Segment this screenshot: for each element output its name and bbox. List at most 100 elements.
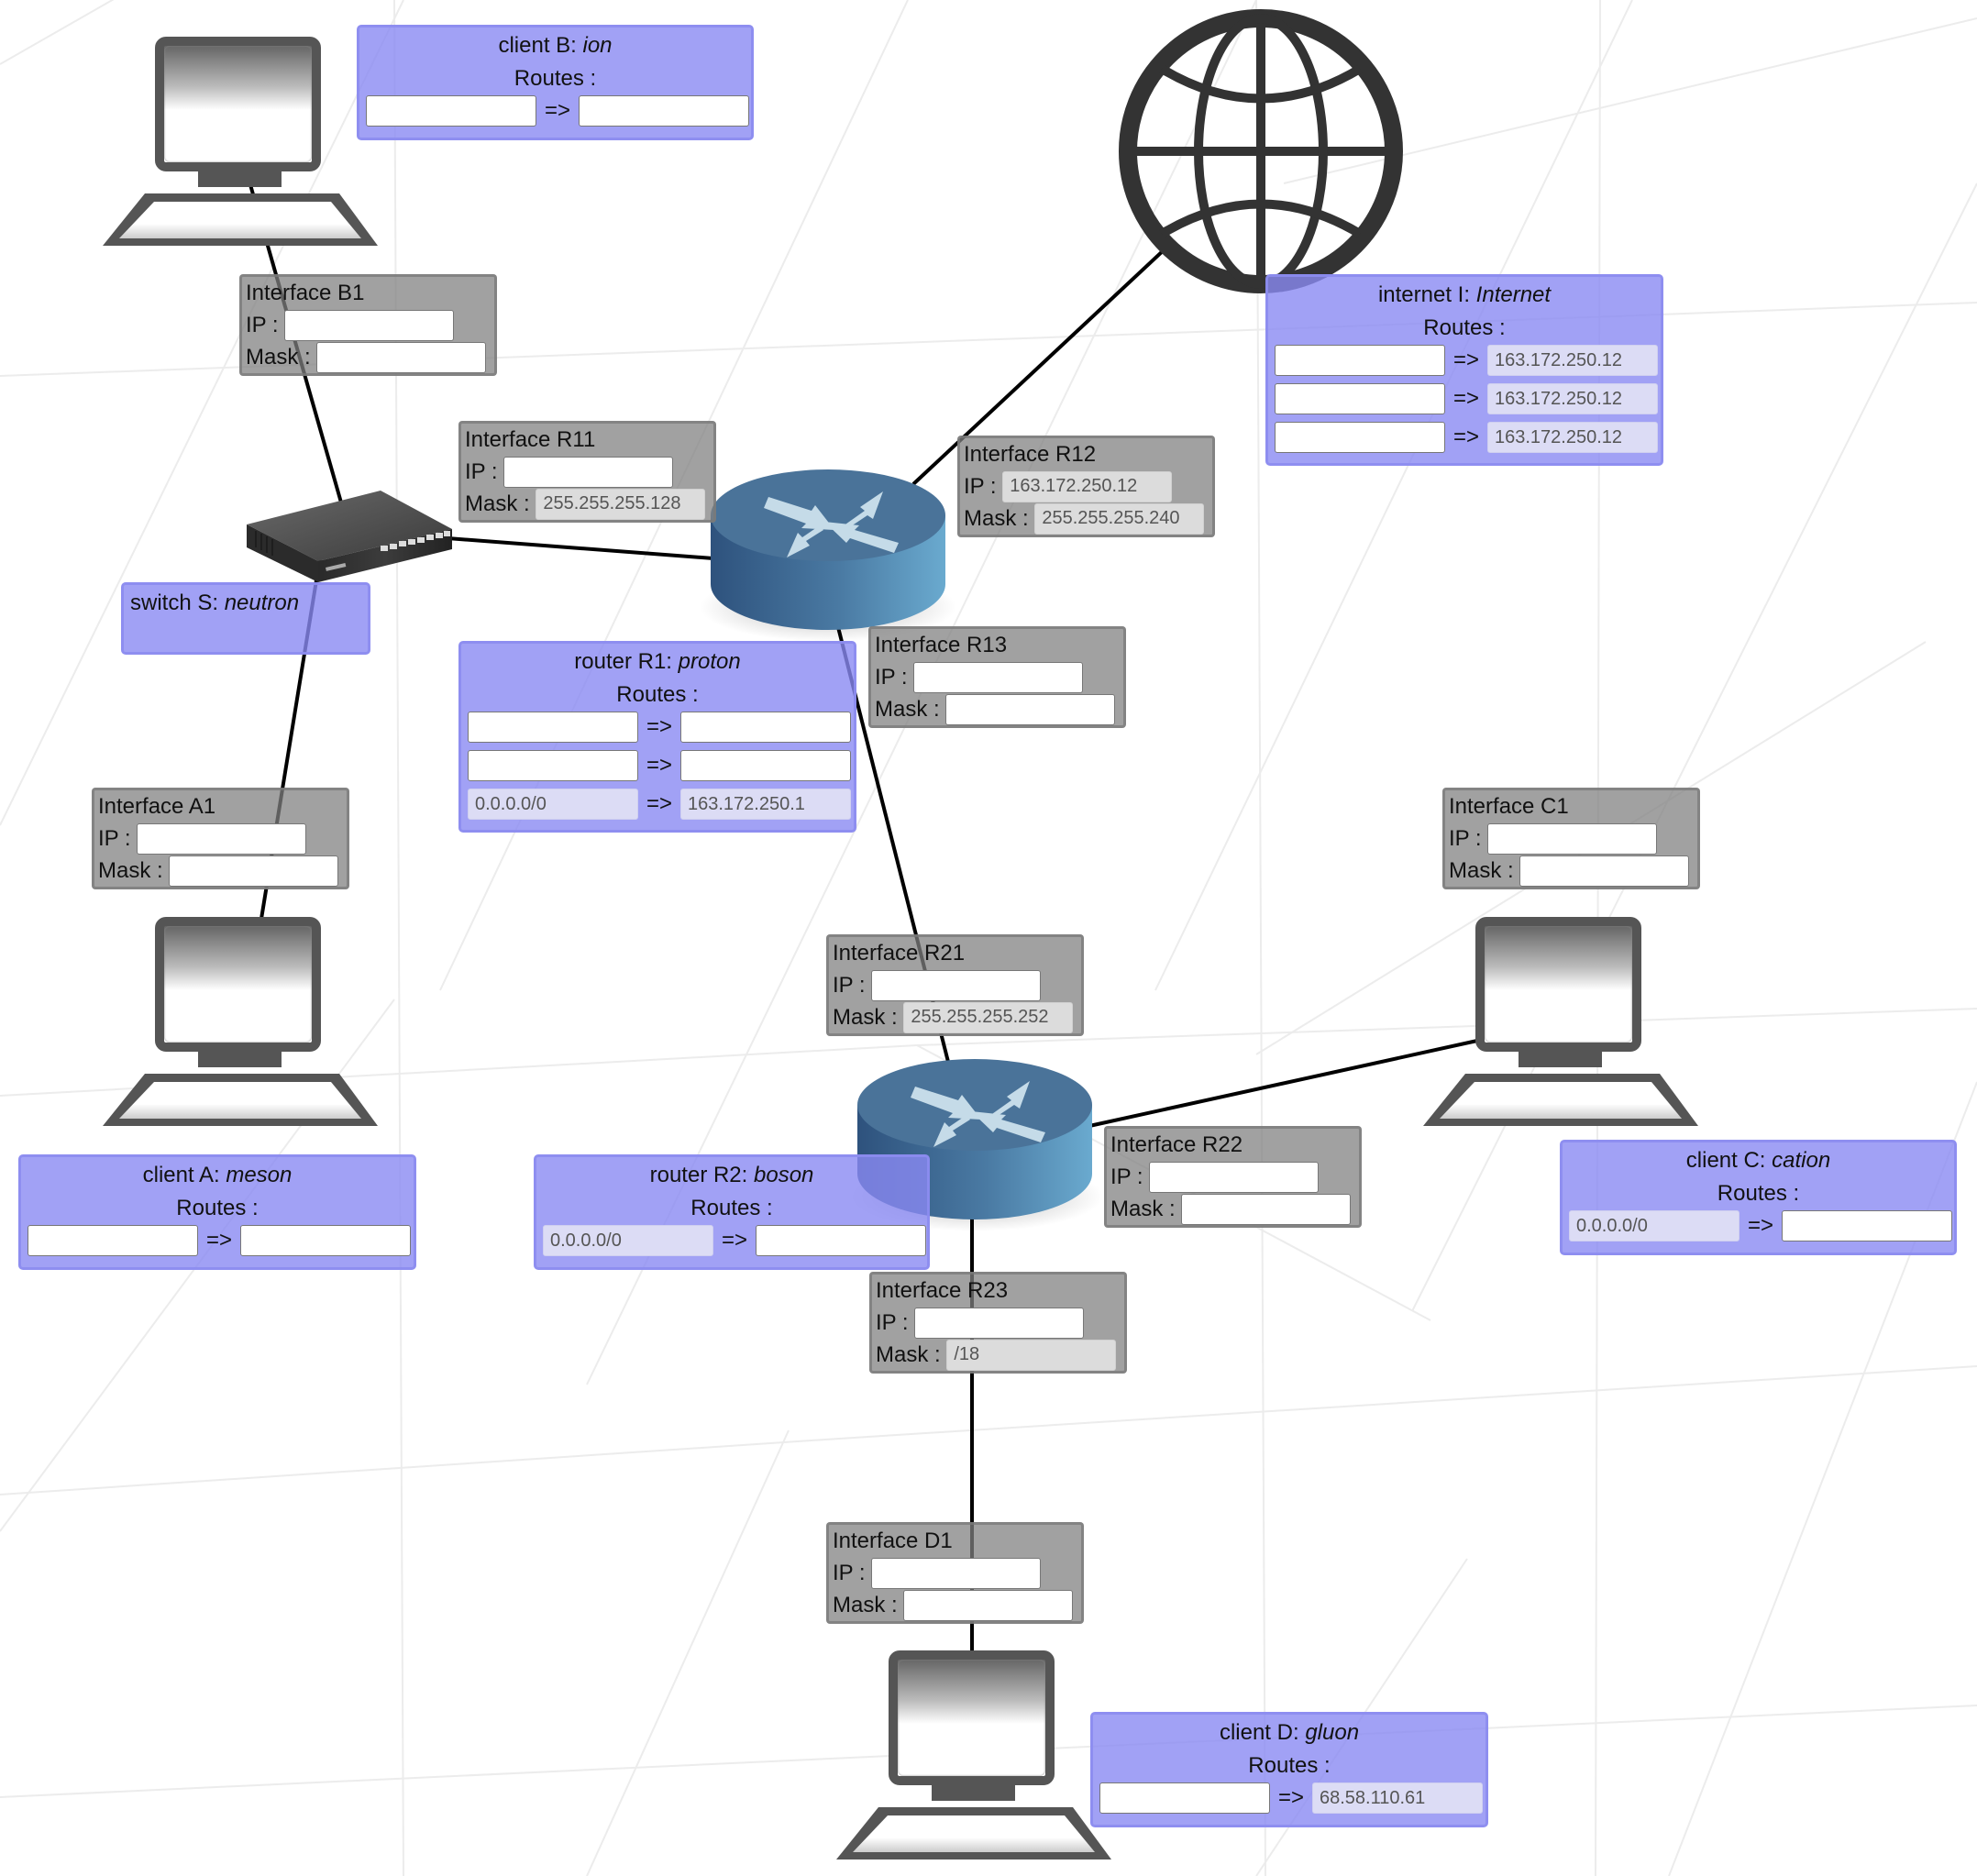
interface-d1-ip-input[interactable]: [871, 1557, 1042, 1589]
client-a-kind: client A:: [142, 1163, 226, 1187]
ip-label: IP :: [1449, 825, 1488, 851]
client-c-computer-icon[interactable]: [1421, 917, 1700, 1128]
mask-label: Mask :: [1449, 857, 1520, 883]
route-arrow: =>: [544, 98, 571, 123]
route-destination-input[interactable]: [468, 750, 638, 781]
route-row: =>: [1275, 345, 1661, 376]
route-gateway-input[interactable]: [680, 750, 851, 781]
route-arrow: =>: [1747, 1213, 1774, 1238]
switch-s-panel: switch S: neutron: [121, 582, 370, 655]
router-r2-panel: router R2: boson Routes : =>: [534, 1154, 930, 1270]
route-gateway-input[interactable]: [680, 789, 851, 820]
route-destination-input[interactable]: [1275, 422, 1445, 453]
interface-r21-ip-input[interactable]: [871, 969, 1042, 1001]
route-gateway-input[interactable]: [1312, 1782, 1483, 1814]
route-destination-input[interactable]: [1275, 383, 1445, 414]
ip-label: IP :: [875, 664, 914, 690]
route-destination-input[interactable]: [1569, 1210, 1740, 1241]
client-d-title: client D: gluon: [1093, 1716, 1486, 1749]
route-gateway-input[interactable]: [680, 712, 851, 743]
route-row: =>: [366, 95, 751, 127]
router-r1-icon[interactable]: [700, 469, 956, 642]
client-b-computer-icon[interactable]: [101, 37, 380, 248]
interface-r11-panel: Interface R11 IP : Mask :: [458, 421, 716, 523]
route-destination-input[interactable]: [1275, 345, 1445, 376]
interface-r23-mask-input[interactable]: [946, 1339, 1117, 1371]
client-d-kind: client D:: [1219, 1720, 1306, 1745]
mask-label: Mask :: [875, 696, 946, 722]
interface-r11-ip-input[interactable]: [503, 456, 674, 488]
interface-r11-mask-input[interactable]: [536, 488, 706, 520]
interface-r13-mask-input[interactable]: [945, 693, 1116, 725]
switch-icon[interactable]: [243, 483, 454, 584]
mask-label: Mask :: [833, 1592, 904, 1617]
interface-r22-ip-input[interactable]: [1149, 1161, 1320, 1193]
route-row: =>: [543, 1225, 927, 1256]
route-destination-input[interactable]: [28, 1225, 198, 1256]
interface-b1-mask-input[interactable]: [316, 341, 487, 373]
route-destination-input[interactable]: [366, 95, 536, 127]
route-arrow: =>: [1452, 386, 1480, 411]
interface-d1-panel: Interface D1 IP : Mask :: [826, 1522, 1084, 1624]
route-gateway-input[interactable]: [1487, 383, 1658, 414]
route-row: =>: [1099, 1782, 1486, 1814]
interface-r13-ip-input[interactable]: [913, 661, 1084, 693]
interface-d1-mask-input[interactable]: [903, 1589, 1074, 1621]
interface-a1-panel: Interface A1 IP : Mask :: [92, 788, 349, 889]
client-c-name: cation: [1772, 1148, 1831, 1173]
client-b-routes-label: Routes :: [514, 66, 597, 91]
router-r1-routes-label: Routes :: [616, 682, 699, 707]
monitor-stand: [1519, 1052, 1602, 1067]
interface-title: Interface R23: [876, 1278, 1009, 1303]
monitor-stand: [198, 1052, 282, 1067]
interface-r23-panel: Interface R23 IP : Mask :: [869, 1272, 1127, 1374]
router-r2-title: router R2: boson: [536, 1159, 927, 1192]
router-cylinder: [700, 469, 956, 642]
internet-i-routes-label: Routes :: [1423, 315, 1506, 340]
interface-a1-ip-input[interactable]: [137, 822, 307, 855]
interface-r12-ip-input[interactable]: [1002, 470, 1173, 502]
route-gateway-input[interactable]: [579, 95, 749, 127]
internet-globe-icon[interactable]: [1114, 5, 1408, 298]
interface-r22-mask-input[interactable]: [1181, 1193, 1352, 1225]
interface-b1-panel: Interface B1 IP : Mask :: [239, 274, 497, 376]
route-gateway-input[interactable]: [1487, 345, 1658, 376]
interface-title: Interface B1: [246, 281, 365, 305]
route-destination-input[interactable]: [468, 712, 638, 743]
client-a-computer-icon[interactable]: [101, 917, 380, 1128]
route-gateway-input[interactable]: [1487, 422, 1658, 453]
router-r2-routes-label: Routes :: [690, 1196, 773, 1220]
monitor-stand: [932, 1785, 1015, 1801]
route-destination-input[interactable]: [543, 1225, 713, 1256]
interface-r13-panel: Interface R13 IP : Mask :: [868, 626, 1126, 728]
switch-s-name: neutron: [224, 590, 300, 615]
route-gateway-input[interactable]: [756, 1225, 926, 1256]
mask-label: Mask :: [246, 344, 317, 370]
ip-label: IP :: [98, 825, 138, 851]
route-destination-input[interactable]: [468, 789, 638, 820]
route-arrow: =>: [1277, 1785, 1305, 1810]
route-destination-input[interactable]: [1099, 1782, 1270, 1814]
route-arrow: =>: [646, 753, 673, 778]
ip-label: IP :: [1110, 1164, 1150, 1189]
link-switch-router-r1: [447, 536, 714, 560]
interface-c1-mask-input[interactable]: [1519, 855, 1690, 887]
client-d-computer-icon[interactable]: [834, 1650, 1113, 1861]
route-row: =>: [468, 712, 854, 743]
interface-r21-mask-input[interactable]: [903, 1001, 1074, 1033]
route-gateway-input[interactable]: [1782, 1210, 1952, 1241]
interface-r12-panel: Interface R12 IP : Mask :: [957, 436, 1215, 537]
interface-c1-ip-input[interactable]: [1487, 822, 1658, 855]
route-row: =>: [28, 1225, 414, 1256]
interface-r23-ip-input[interactable]: [914, 1307, 1085, 1339]
interface-b1-ip-input[interactable]: [284, 309, 455, 341]
mask-label: Mask :: [833, 1004, 904, 1030]
interface-r12-mask-input[interactable]: [1034, 502, 1205, 535]
interface-a1-mask-input[interactable]: [169, 855, 339, 887]
mask-label: Mask :: [465, 491, 536, 516]
ip-label: IP :: [465, 458, 504, 484]
keyboard-icon: [103, 193, 378, 246]
router-r2-name: boson: [754, 1163, 814, 1187]
ip-label: IP :: [833, 972, 872, 998]
route-gateway-input[interactable]: [240, 1225, 411, 1256]
